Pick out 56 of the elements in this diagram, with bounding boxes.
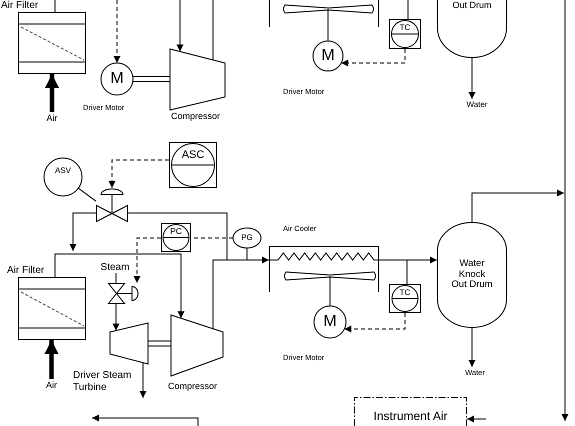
instrument-circle: ASV <box>43 157 83 197</box>
stream-label: Water <box>463 99 491 111</box>
compressor-symbol <box>171 315 223 376</box>
leader-line <box>78 188 96 202</box>
compressor-symbol <box>170 49 225 110</box>
process-line <box>406 256 438 264</box>
signal-line <box>134 238 162 284</box>
process-line <box>212 260 228 330</box>
equipment-caption: Air Filter <box>1 0 38 12</box>
motor-circle: M <box>312 40 344 72</box>
controller-symbol: ASC <box>169 142 217 188</box>
process-line <box>468 58 476 100</box>
controller-symbol: TC <box>389 284 421 313</box>
air-cooler-symbol <box>269 246 379 292</box>
equipment-caption: Compressor <box>168 381 218 392</box>
signal-line <box>108 160 170 188</box>
turbine-symbol <box>110 323 148 364</box>
air-arrow <box>45 74 59 112</box>
shaft-line <box>148 340 172 346</box>
process-line <box>246 256 270 264</box>
process-line <box>212 0 214 60</box>
instrument-air-unit: Instrument Air <box>354 397 467 426</box>
stream-label: Air <box>43 379 60 391</box>
equipment-caption: Air Filter <box>7 265 44 276</box>
equipment-caption: Compressor <box>171 111 220 122</box>
drum-vessel: Out Drum <box>437 0 507 58</box>
motor-circle: M <box>100 62 134 96</box>
signal-line <box>344 312 406 332</box>
process-line <box>468 328 476 368</box>
signal-line <box>114 0 120 64</box>
process-line <box>54 0 56 12</box>
process-line <box>112 304 120 332</box>
process-line <box>406 260 408 284</box>
filter-symbol <box>18 12 86 74</box>
stream-label: Air <box>44 112 60 124</box>
air-arrow <box>44 340 58 379</box>
process-line <box>128 212 228 260</box>
motor-circle: M <box>313 305 347 339</box>
fan-symbol <box>269 0 379 27</box>
drum-vessel: Water Knock Out Drum <box>437 222 507 328</box>
controller-symbol: PC <box>161 223 191 252</box>
instrument-circle: PG <box>232 227 262 249</box>
valve-symbol <box>108 283 140 304</box>
filter-symbol <box>18 277 86 340</box>
signal-line <box>340 48 406 66</box>
stream-label: Steam <box>99 262 131 273</box>
process-line <box>176 0 184 52</box>
controller-symbol: TC <box>389 19 421 49</box>
process-line <box>466 416 486 422</box>
shaft-line <box>132 76 170 82</box>
process-line <box>246 248 248 260</box>
process-line <box>472 190 564 222</box>
valve-symbol <box>96 188 128 222</box>
process-line <box>140 362 146 398</box>
equipment-caption: Driver Steam Turbine <box>73 370 132 393</box>
process-line <box>70 212 96 252</box>
